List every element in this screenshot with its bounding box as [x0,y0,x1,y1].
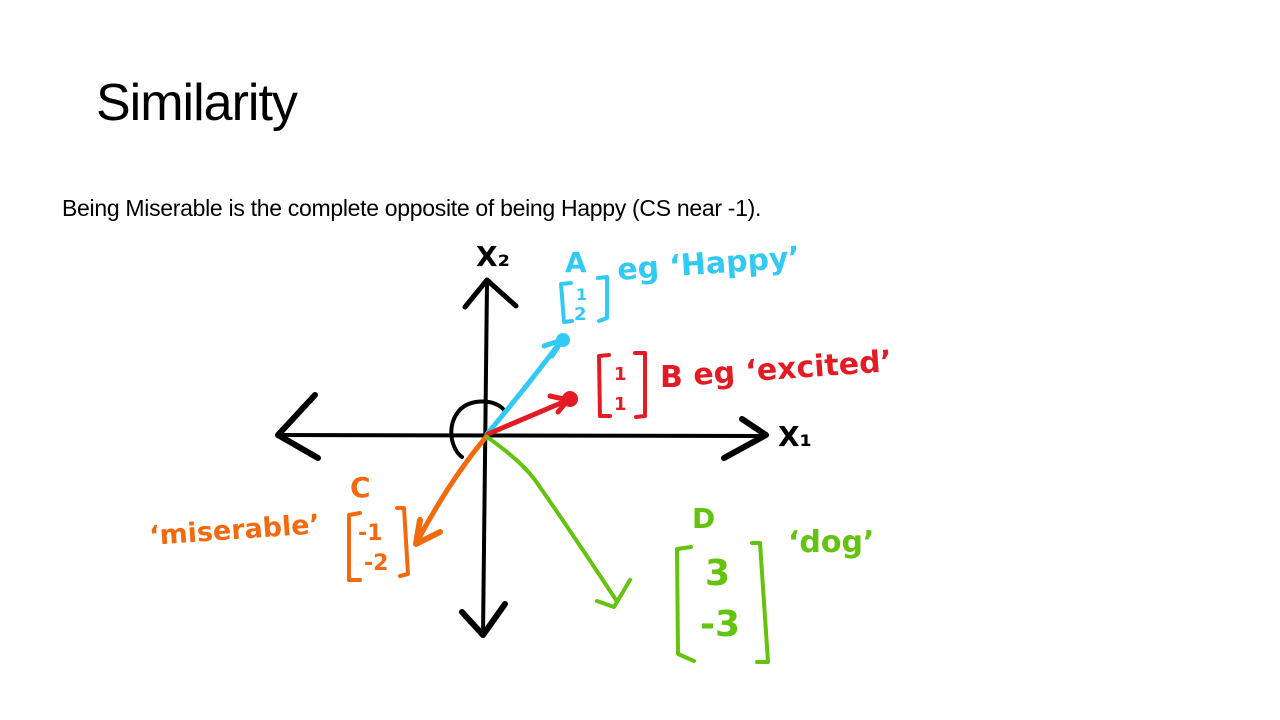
vector-d-matrix-top: 3 [705,553,730,594]
vector-b-matrix-top: 1 [614,364,627,385]
vector-a-matrix-bottom: 2 [574,304,587,325]
vector-c-bracket-right [395,506,410,578]
y-axis-line [481,281,489,637]
vector-b-bracket-left [597,353,612,418]
x2-axis-label: X₂ [476,240,510,273]
vector-d-letter: D [692,502,715,535]
y-axis-bottom-arrowhead [459,601,508,638]
slide-body-text: Being Miserable is the complete opposite… [62,195,762,221]
vector-a-bracket-right [596,275,609,323]
vector-a-letter: A [565,246,587,279]
vector-d-matrix-bottom: -3 [700,604,740,645]
vector-d-bracket-right [750,541,770,664]
vector-b-matrix-bottom: 1 [614,394,627,415]
vector-c-letter: C [350,471,371,504]
vector-b-letter: B [660,360,683,395]
vector-d-example: ‘dog’ [788,525,874,560]
vector-a-example: eg ‘Happy’ [616,240,801,288]
vector-c-example: ‘miserable’ [148,509,320,552]
axes [275,277,769,638]
vector-b-bracket-right [633,351,647,419]
vector-c-arrow [415,434,489,543]
vector-b-example: eg ‘excited’ [692,344,893,393]
x1-axis-label: X₁ [778,420,812,453]
vector-c-bracket-left [347,511,362,582]
vector-c-matrix-bottom: -2 [364,551,388,576]
vector-d-arrow [485,435,618,602]
vector-a-bracket-left [559,281,574,324]
slide-title: Similarity [96,74,298,132]
y-axis-top-arrowhead [462,277,519,310]
vector-d: D 3 -3 ‘dog’ [485,435,874,664]
angle-arc [449,399,507,459]
x-axis-line [276,433,767,438]
vector-d-bracket-left [675,545,696,663]
x-axis-right-arrowhead [721,416,769,461]
vector-b-arrow [485,397,571,437]
x-axis-left-arrowhead [275,392,321,461]
vector-a-matrix-top: 1 [576,285,587,304]
vector-c-matrix-top: -1 [358,521,382,546]
